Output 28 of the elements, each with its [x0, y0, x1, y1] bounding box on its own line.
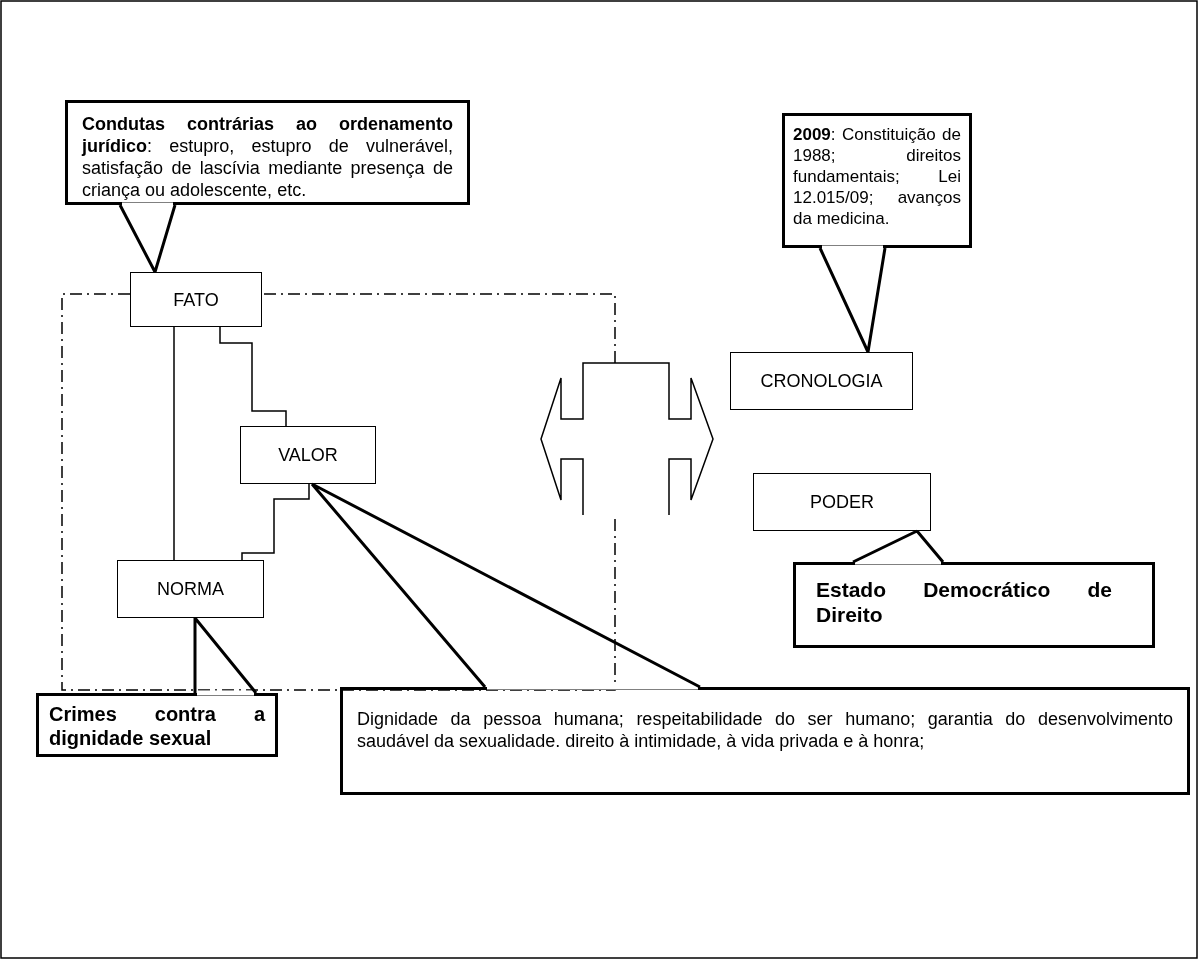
concept-label: CRONOLOGIA	[760, 370, 883, 392]
concept-label: VALOR	[278, 444, 338, 466]
callout-box	[793, 562, 1155, 648]
callout-pointer	[310, 482, 702, 689]
callout-text: Condutas contrárias ao ordenamento jurídico: estupro, estupro de vulnerável, satisfação de lascívia mediante presença de criança ou adolescente, etc.	[82, 113, 453, 201]
concept-label: PODER	[810, 491, 874, 513]
connector-line	[219, 326, 287, 427]
callout-box	[36, 693, 278, 757]
concept-label: FATO	[173, 288, 219, 311]
callout-box	[65, 100, 470, 205]
connector-line	[173, 326, 175, 561]
callout-text: Dignidade da pessoa humana; respeitabilidade do ser humano; garantia do desenvolvimento saudável da sexualidade. direito à intimidade, à vida privada e à honra;	[357, 708, 1173, 752]
callout-pointer	[193, 616, 258, 695]
concept-box	[753, 473, 931, 531]
callout-text: Estado Democrático de Direito	[816, 577, 1112, 627]
concept-label: NORMA	[157, 578, 224, 600]
callout-pointer	[818, 246, 887, 354]
connector-line	[241, 483, 310, 561]
concept-box	[117, 560, 264, 618]
callout-box	[340, 687, 1190, 795]
concept-box	[130, 272, 262, 327]
callout-text: Crimes contra a dignidade sexual	[49, 702, 265, 750]
callout-box	[782, 113, 972, 248]
concept-box	[240, 426, 376, 484]
callout-text: 2009: Constituição de 1988; direitos fundamentais; Lei 12.015/09; avanços da medicina.	[793, 124, 961, 229]
concept-box	[730, 352, 913, 410]
callout-pointer	[851, 529, 945, 564]
callout-pointer	[118, 203, 177, 274]
